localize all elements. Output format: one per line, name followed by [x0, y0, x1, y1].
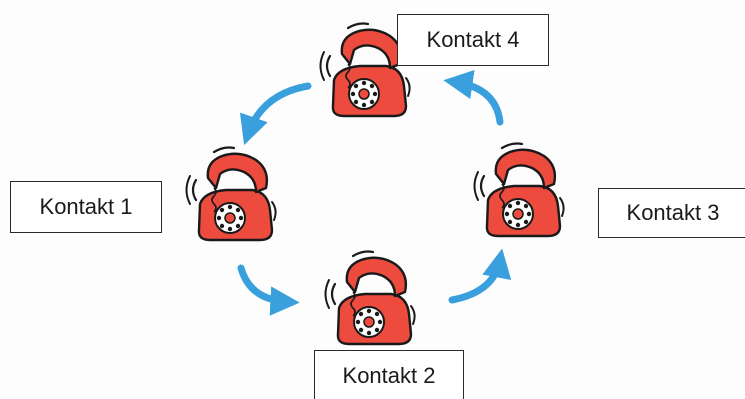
- arrow-3-to-4: [443, 70, 504, 126]
- ringing-telephone-icon: [473, 142, 565, 238]
- contact-label-text: Kontakt 3: [626, 200, 720, 225]
- contact-label-text: Kontakt 2: [342, 363, 436, 388]
- contact-label-text: Kontakt 1: [39, 194, 133, 219]
- arrow-1-to-2: [237, 264, 300, 316]
- contact-label-1: Kontakt 1: [10, 181, 162, 233]
- ringing-telephone-icon: [185, 146, 277, 242]
- ringing-telephone-icon: [324, 250, 416, 346]
- contact-label-2: Kontakt 2: [314, 350, 464, 399]
- arrow-4-to-1: [239, 82, 312, 146]
- contact-label-3: Kontakt 3: [598, 188, 745, 238]
- contact-label-4: Kontakt 4: [397, 14, 549, 66]
- arrow-2-to-3: [448, 248, 512, 304]
- contact-label-text: Kontakt 4: [426, 27, 520, 52]
